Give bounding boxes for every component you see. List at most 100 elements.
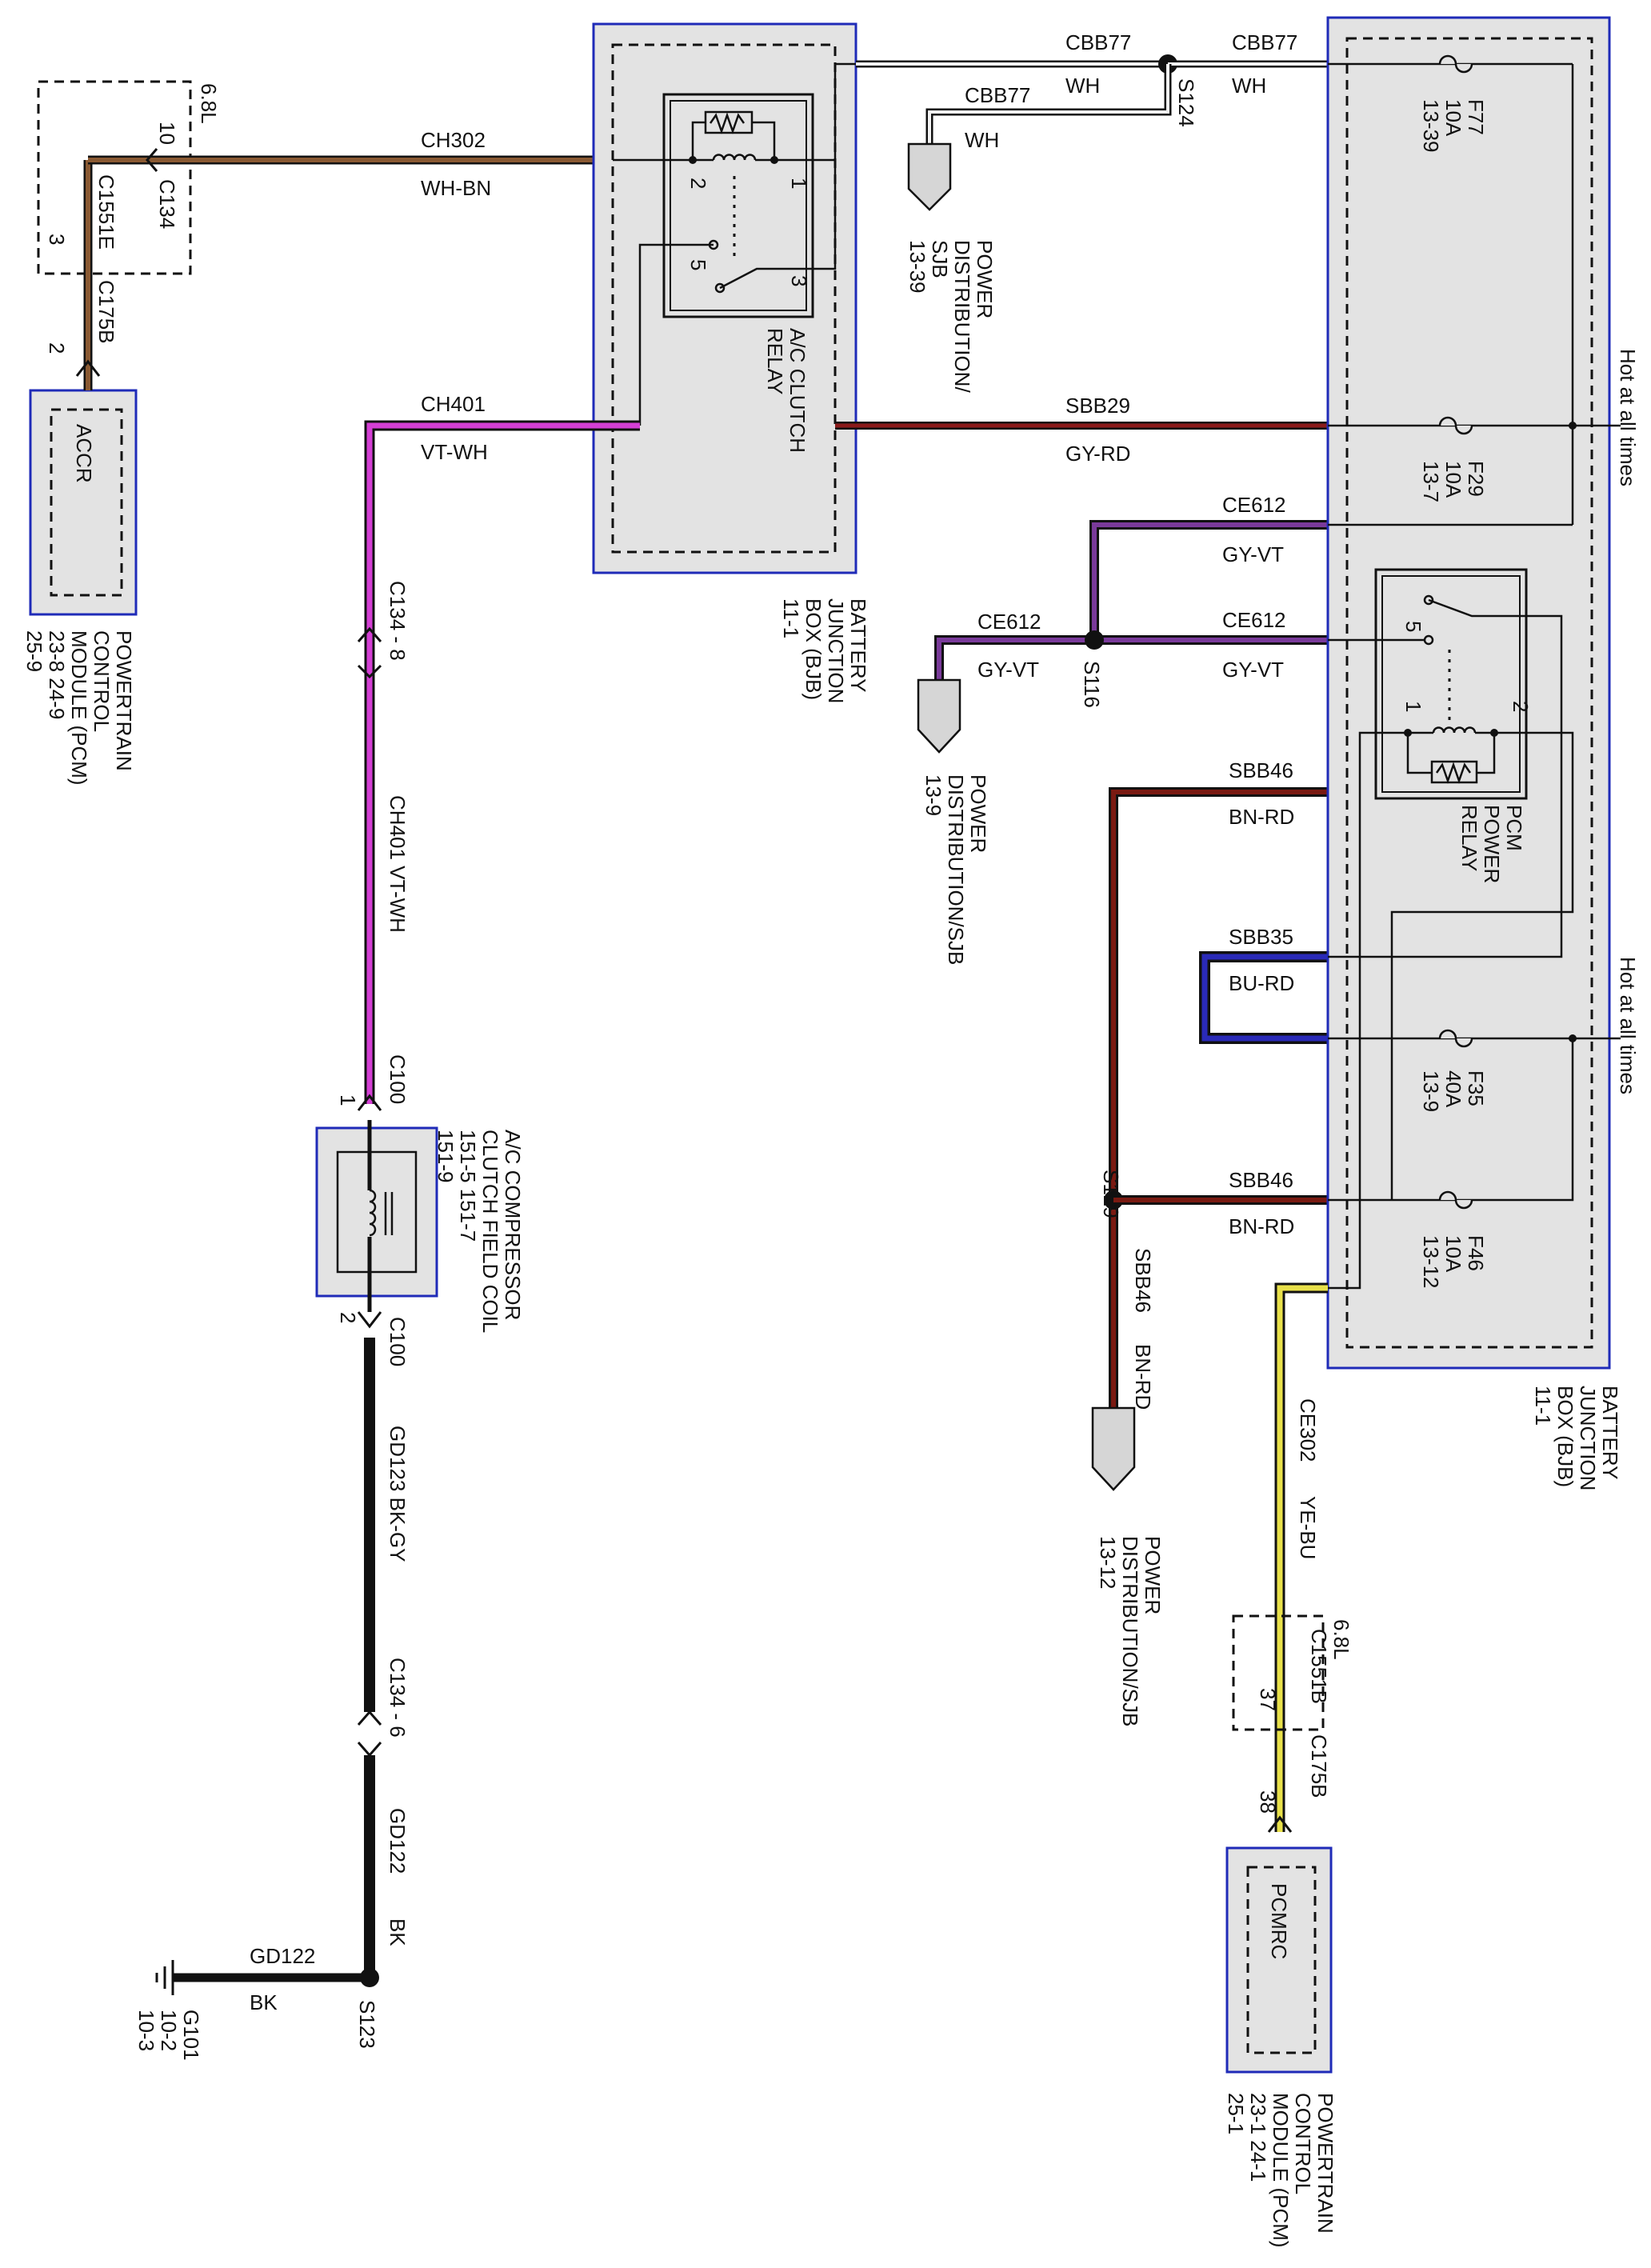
s129-label: S129 (1099, 1170, 1123, 1218)
power-dist-a-icon (907, 142, 952, 211)
bjb-right-l1: BATTERY (1598, 1386, 1622, 1480)
pcm-accr-module-label: ACCR (72, 424, 96, 483)
pcm-bottom-desc-l2: CONTROL (1291, 2093, 1315, 2194)
pcm-rc-arrow (1267, 1815, 1293, 1833)
sbb46-b-label: SBB46 (1229, 1168, 1293, 1192)
c134-pin-10: 10 (155, 122, 179, 145)
pcm-pin-2: 2 (45, 342, 69, 354)
compressor-l1: A/C COMPRESSOR (501, 1130, 525, 1320)
ac-compressor-box (315, 1126, 438, 1298)
wire-sbb35 (1199, 951, 1328, 1044)
pcm-rc-group: 6.8L C1551B C175B 37 38 PCMRC POWERTRAIN… (1224, 1614, 1353, 2248)
power-dist-c-l3: 13-12 (1096, 1536, 1120, 1590)
fuse-f77-l1: F77 (1464, 99, 1488, 135)
wire-sbb46-a-fill (1111, 790, 1328, 1408)
sbb29-label: SBB29 (1065, 394, 1130, 418)
fuse-f35-l3: 13-9 (1419, 1070, 1443, 1112)
pcm-desc-l4: 23-8 24-9 (45, 630, 69, 719)
pcm-desc-l1: POWERTRAIN (112, 630, 136, 771)
fuse-f29-l2: 10A (1441, 461, 1465, 498)
ch302-circuit: CH302 (421, 128, 486, 152)
ac-relay-label-2: RELAY (763, 328, 787, 394)
pcm-relay-l1: PCM (1502, 805, 1526, 851)
bn-rd-a-label: BN-RD (1229, 805, 1294, 829)
fuse-f46-l2: 10A (1441, 1235, 1465, 1273)
pcm-desc-l3: MODULE (PCM) (67, 630, 91, 786)
c100-bottom-label: C100 (386, 1317, 410, 1366)
power-dist-c-icon (1091, 1406, 1136, 1491)
fuse-f29-icon (1438, 416, 1473, 435)
ac-compressor-inner (336, 1150, 418, 1274)
cbb77-c-label: CBB77 (965, 83, 1030, 107)
wire-ce612-a-fill (1092, 522, 1328, 640)
s116-label: S116 (1080, 661, 1104, 708)
bjb-right-l4: 11-1 (1531, 1386, 1555, 1426)
gd122-horizontal-color: BK (250, 1990, 278, 2014)
ac-relay-pin-3: 3 (787, 275, 811, 286)
pcm-accr-inner (50, 408, 123, 597)
fuse-f77-l2: 10A (1441, 99, 1465, 137)
pcm-relay-l3: RELAY (1457, 805, 1481, 871)
fuse-f29-l3: 13-7 (1419, 461, 1443, 502)
compressor-l4: 151-9 (434, 1130, 458, 1183)
pcm-bottom-dashed-box (1232, 1614, 1325, 1731)
cbb77-a-label: CBB77 (1065, 30, 1131, 54)
fuse-f35-l2: 40A (1441, 1070, 1465, 1108)
ce612-b-label: CE612 (1222, 608, 1286, 632)
power-dist-b-l2: DISTRIBUTION/SJB (944, 774, 968, 965)
pin-38-label: 38 (1256, 1790, 1280, 1814)
gy-vt-b-label: GY-VT (1222, 658, 1284, 682)
ch302-color: WH-BN (421, 176, 491, 200)
ac-relay-switch-arm (719, 267, 792, 290)
fuse-f46-l3: 13-12 (1419, 1235, 1443, 1289)
s124-label: S124 (1174, 78, 1198, 127)
pcm-relay-wire-pin2 (1390, 731, 1574, 1200)
pcm-relay-contact-arm (1423, 594, 1434, 606)
wh-a-label: WH (1065, 74, 1100, 98)
bjb-right-l2: JUNCTION (1576, 1386, 1600, 1490)
pin-37-label: 37 (1256, 1688, 1280, 1711)
fuse-f77-icon (1438, 54, 1473, 74)
cbb77-b-label: CBB77 (1232, 30, 1297, 54)
wire-vt-wh-fill (366, 422, 640, 1104)
c100-top-arrow (357, 1094, 382, 1111)
bu-rd-label: BU-RD (1229, 971, 1294, 995)
c100-top-pin-1: 1 (336, 1094, 360, 1106)
pcm-bottom-desc-l3: MODULE (PCM) (1269, 2093, 1293, 2248)
engine-6-8l-bottom: 6.8L (1329, 1619, 1353, 1660)
g101-l1: G101 (179, 2010, 203, 2061)
connector-arrow-pcm (75, 359, 101, 377)
gd122-vertical-color: BK (386, 1918, 410, 1946)
bjb-left-l3: BOX (BJB) (802, 598, 826, 700)
pcm-rc-inner (1246, 1866, 1317, 2054)
pcm-accr-module (29, 389, 138, 616)
ac-relay-inner (670, 100, 807, 311)
pcm-rc-module-label: PCMRC (1267, 1883, 1291, 1959)
pcm-rc-module (1225, 1846, 1333, 2074)
c134-6-arrow-bottom (357, 1742, 382, 1758)
pcm-desc-l2: CONTROL (90, 630, 114, 732)
ac-relay-resistor-zigzag (709, 112, 746, 134)
power-dist-a-l4: 13-39 (905, 240, 929, 294)
ac-compressor-group: A/C COMPRESSOR CLUTCH FIELD COIL 151-5 1… (315, 1120, 525, 1333)
c134-8-arrow-top (357, 626, 382, 642)
connector-arrow-c134-left (146, 148, 158, 172)
fuse-f35-icon (1438, 1029, 1473, 1048)
ac-relay-wire-pin3 (792, 62, 856, 270)
power-dist-a-l3: SJB (928, 240, 952, 278)
pcm-relay-wire-pin1 (1328, 731, 1408, 1290)
compressor-l3: 151-5 151-7 (456, 1130, 480, 1242)
pcm-relay-outer (1374, 568, 1528, 800)
gd123-label: GD123 BK-GY (386, 1426, 410, 1562)
bjb-f46-line (1328, 1038, 1574, 1202)
ac-relay-pin-1: 1 (787, 178, 811, 189)
c100-top-label: C100 (386, 1054, 410, 1104)
bn-rd-b-label: BN-RD (1229, 1214, 1294, 1238)
ac-relay-coil (712, 154, 757, 161)
fuse-f46-l1: F46 (1464, 1235, 1488, 1271)
pcm-connector-block-label-2: C175B (94, 280, 118, 344)
pcm-bottom-desc-l4: 23-1 24-1 (1246, 2093, 1270, 2182)
engine-6-8l-top: 6.8L (197, 83, 221, 124)
bjb-right-inner (1345, 37, 1593, 1349)
